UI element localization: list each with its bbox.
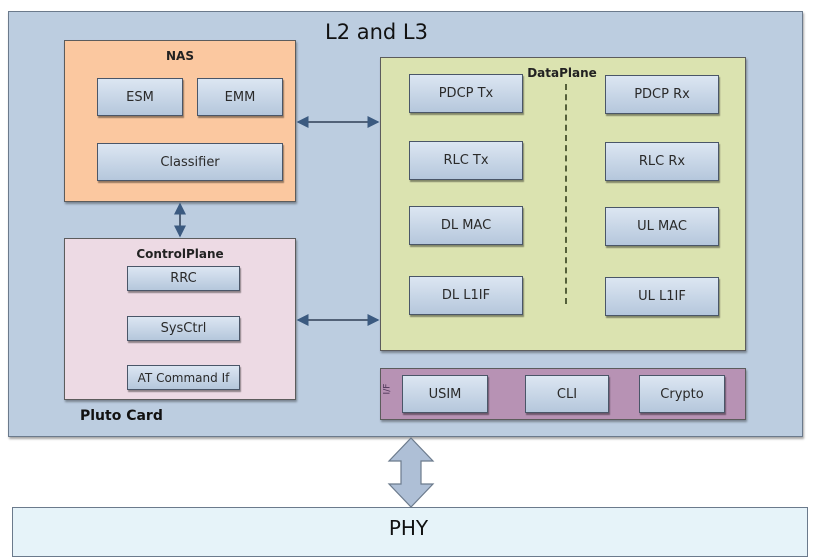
data-plane-label: DataPlane <box>527 66 597 80</box>
nas-label: NAS <box>166 49 194 63</box>
module-emm[interactable]: EMM <box>197 78 283 116</box>
pluto-card-label: Pluto Card <box>80 408 163 424</box>
module-pdcp-tx[interactable]: PDCP Tx <box>409 74 523 113</box>
module-rlc-tx[interactable]: RLC Tx <box>409 141 523 180</box>
module-classifier[interactable]: Classifier <box>97 143 283 181</box>
module-at-command-if[interactable]: AT Command If <box>127 365 240 390</box>
module-rrc[interactable]: RRC <box>127 266 240 291</box>
phy-label: PHY <box>388 516 429 540</box>
module-sysctrl[interactable]: SysCtrl <box>127 316 240 341</box>
tx-rx-divider <box>565 84 567 304</box>
module-esm[interactable]: ESM <box>97 78 183 116</box>
arrow-pluto-phy <box>387 437 435 508</box>
data-plane-group: DataPlane PDCP Tx RLC Tx DL MAC DL L1IF … <box>380 57 746 351</box>
module-cli[interactable]: CLI <box>525 375 609 413</box>
module-dl-l1if[interactable]: DL L1IF <box>409 276 523 315</box>
interfaces-group: USIM CLI Crypto <box>380 368 746 420</box>
control-plane-label: ControlPlane <box>136 247 224 261</box>
module-pdcp-rx[interactable]: PDCP Rx <box>605 75 719 114</box>
module-crypto[interactable]: Crypto <box>639 375 725 413</box>
module-usim[interactable]: USIM <box>402 375 488 413</box>
module-ul-mac[interactable]: UL MAC <box>605 207 719 246</box>
nas-group: NAS ESM EMM Classifier <box>64 40 296 202</box>
module-rlc-rx[interactable]: RLC Rx <box>605 142 719 181</box>
module-dl-mac[interactable]: DL MAC <box>409 206 523 245</box>
control-plane-group: ControlPlane RRC SysCtrl AT Command If <box>64 238 296 400</box>
diagram-title: L2 and L3 <box>325 20 428 44</box>
module-ul-l1if[interactable]: UL L1IF <box>605 277 719 316</box>
